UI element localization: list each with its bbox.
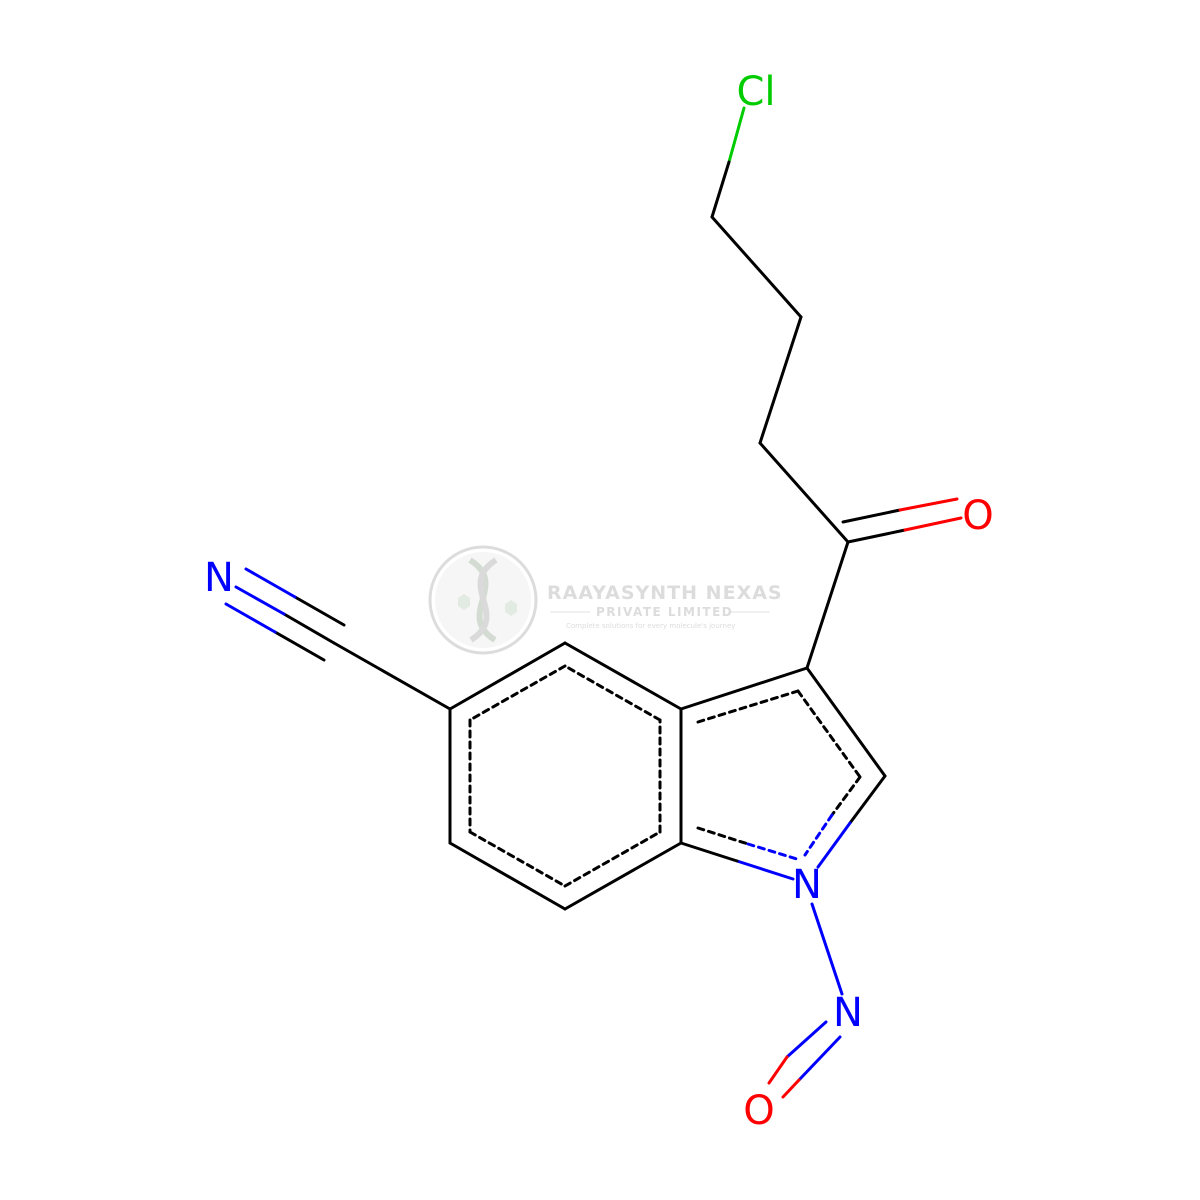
bond-c3-c2 <box>805 666 887 778</box>
bond-cl-c <box>727 106 746 164</box>
watermark-company: RAAYASYNTH NEXAS <box>547 582 783 604</box>
bond-carbonyl-c3 <box>805 540 850 670</box>
pyrrole-ring <box>679 666 887 881</box>
bond-c3a-c3 <box>679 666 809 711</box>
ketone-double-bond <box>841 497 963 544</box>
benzene-ring <box>448 641 683 911</box>
nitroso-oxygen-label: O <box>743 1088 774 1134</box>
ring-nitrogen-label: N <box>792 862 822 908</box>
nitroso-nitrogen-label: N <box>833 990 863 1036</box>
bond-c2-n1-black <box>848 774 887 825</box>
watermark-subtitle: PRIVATE LIMITED <box>596 605 733 619</box>
bond-n1-c7a-blue <box>735 859 795 881</box>
bond-c-c-3 <box>758 441 850 544</box>
chlorine-atom-label: Cl <box>736 69 775 115</box>
bond-c2-n1-blue <box>816 821 852 869</box>
bond-cl-c-black <box>710 160 731 219</box>
nitrile-group <box>224 567 452 711</box>
bond-c-c-1 <box>710 215 803 319</box>
dna-helix-icon <box>428 545 538 655</box>
watermark-tagline: Complete solutions for every molecule's … <box>566 622 735 630</box>
bond-c-c-2 <box>758 315 803 445</box>
chlorobutanoyl-chain <box>710 106 850 544</box>
bond-n1-c7a-black <box>679 841 739 863</box>
ketone-oxygen-label: O <box>962 493 993 539</box>
nitroso-group <box>767 902 844 1099</box>
nitrile-nitrogen-label: N <box>204 555 234 601</box>
watermark: RAAYASYNTH NEXAS PRIVATE LIMITED Complet… <box>428 545 783 655</box>
